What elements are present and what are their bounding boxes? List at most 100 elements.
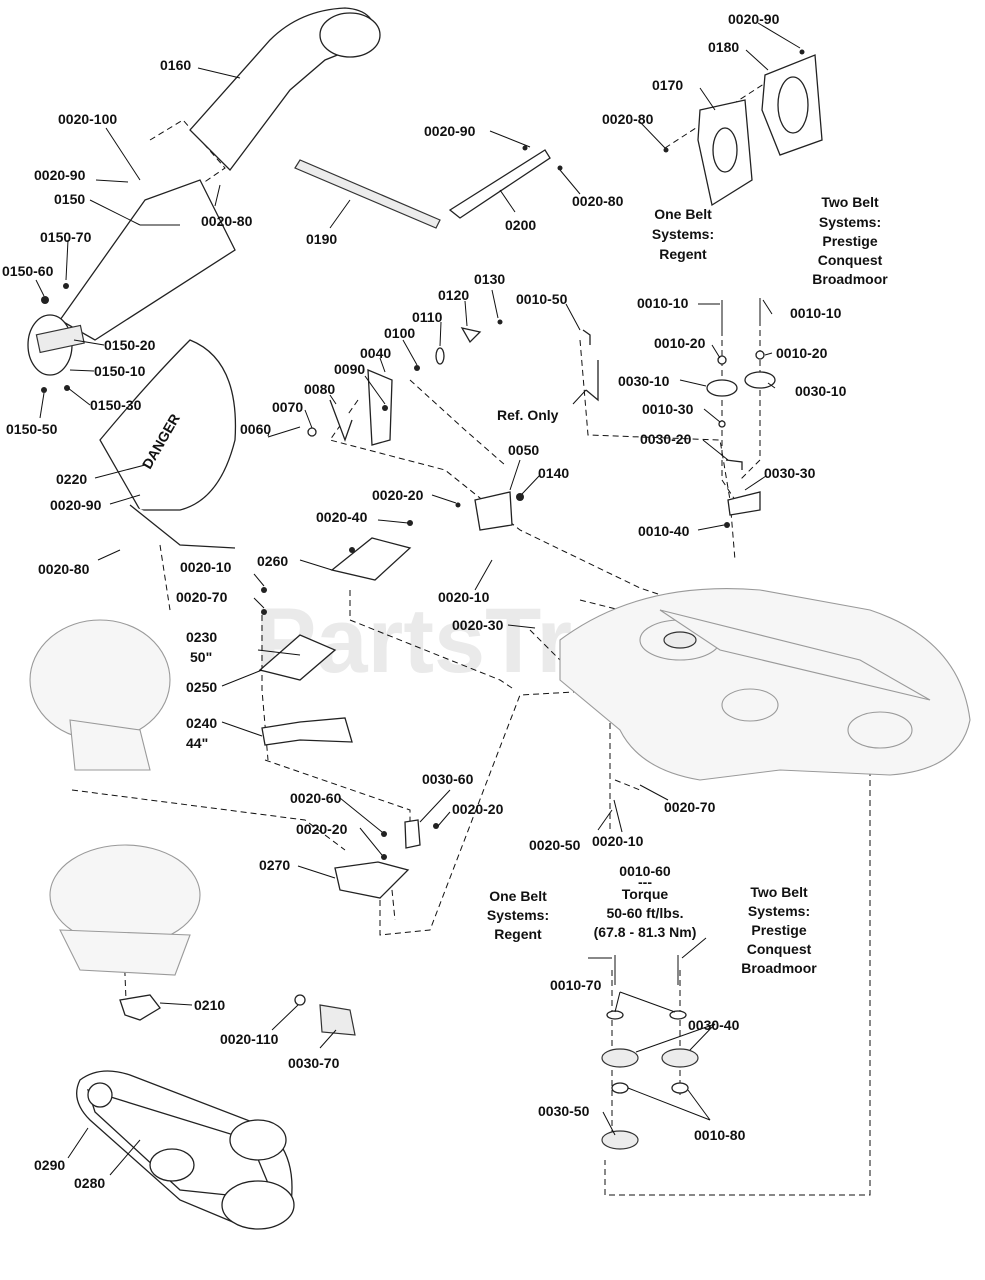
label-0150-60: 0150-60 <box>2 263 54 279</box>
note-line: 50-60 ft/lbs. <box>606 905 683 921</box>
label-0150-20: 0150-20 <box>104 337 156 353</box>
label-0030-60: 0030-60 <box>422 771 474 787</box>
label-0020-80: 0020-80 <box>602 111 654 127</box>
label-0020-60: 0020-60 <box>290 790 342 806</box>
part-blower-housing-ghost-upper <box>29 619 171 771</box>
label-0020-40: 0020-40 <box>316 509 368 525</box>
part-0170-plate <box>697 99 753 207</box>
part-0260-plate <box>330 520 413 581</box>
label-0150-10: 0150-10 <box>94 363 146 379</box>
note-two-belt-bottom: Two Belt Systems: Prestige Conquest Broa… <box>741 884 817 976</box>
label-0010-50: 0010-50 <box>516 291 568 307</box>
label-0030-40: 0030-40 <box>688 1017 740 1033</box>
note-line: 0010-60 <box>619 863 671 879</box>
part-0230-plate <box>258 587 337 681</box>
label-0010-10: 0010-10 <box>790 305 842 321</box>
label-0200: 0200 <box>505 217 536 233</box>
label-0070: 0070 <box>272 399 303 415</box>
label-0030-30: 0030-30 <box>764 465 816 481</box>
note-line: Systems: <box>819 214 881 230</box>
label-0090: 0090 <box>334 361 365 377</box>
note-ref-only: Ref. Only <box>497 407 559 423</box>
label-0060: 0060 <box>240 421 271 437</box>
label-0020-20: 0020-20 <box>296 821 348 837</box>
part-mower-deck <box>559 588 971 781</box>
label-0010-40: 0010-40 <box>638 523 690 539</box>
label-0010-20: 0010-20 <box>776 345 828 361</box>
label-0020-90: 0020-90 <box>34 167 86 183</box>
label-0150-50: 0150-50 <box>6 421 58 437</box>
part-0270-bracket <box>334 819 439 899</box>
label-0020-100: 0020-100 <box>58 111 117 127</box>
label-0020-10: 0020-10 <box>592 833 644 849</box>
note-two-belt-top: Two Belt Systems: Prestige Conquest Broa… <box>812 194 888 287</box>
label-0100: 0100 <box>384 325 415 341</box>
part-number-labels: 0020-90 0180 0170 0020-80 0160 0020-100 … <box>2 11 847 1191</box>
label-0050: 0050 <box>508 442 539 458</box>
note-line: One Belt <box>654 206 712 222</box>
part-0280-0290-belts <box>76 1070 295 1230</box>
label-0170: 0170 <box>652 77 683 93</box>
label-0030-10: 0030-10 <box>618 373 670 389</box>
note-line: Systems: <box>487 907 549 923</box>
note-line: Prestige <box>751 922 806 938</box>
note-line: Regent <box>494 926 542 942</box>
label-0020-10: 0020-10 <box>438 589 490 605</box>
label-0120: 0120 <box>438 287 469 303</box>
label-0210: 0210 <box>194 997 225 1013</box>
label-0020-50: 0020-50 <box>529 837 581 853</box>
note-one-belt-bottom: One Belt Systems: Regent <box>487 888 549 942</box>
label-0220: 0220 <box>56 471 87 487</box>
label-0030-70: 0030-70 <box>288 1055 340 1071</box>
note-line: Regent <box>659 246 707 262</box>
label-0230-size: 50" <box>190 649 212 665</box>
note-line: --- <box>638 874 652 890</box>
part-0050-bracket <box>455 491 524 531</box>
label-0020-80: 0020-80 <box>38 561 90 577</box>
label-0010-30: 0010-30 <box>642 401 694 417</box>
note-line: Conquest <box>747 941 812 957</box>
label-0160: 0160 <box>160 57 191 73</box>
note-line: One Belt <box>489 888 547 904</box>
note-one-belt-top: One Belt Systems: Regent <box>652 206 714 262</box>
label-0150-30: 0150-30 <box>90 397 142 413</box>
part-0210-bracket <box>119 994 161 1021</box>
part-0150-lower-tube <box>27 179 236 393</box>
part-0180-plate <box>663 49 823 156</box>
label-0250: 0250 <box>186 679 217 695</box>
label-0020-90: 0020-90 <box>424 123 476 139</box>
label-0190: 0190 <box>306 231 337 247</box>
part-0030-70-roller <box>294 994 356 1036</box>
label-0010-20: 0010-20 <box>654 335 706 351</box>
label-0140: 0140 <box>538 465 569 481</box>
part-0190-bar <box>294 159 441 229</box>
label-0150-70: 0150-70 <box>40 229 92 245</box>
label-0020-110: 0020-110 <box>220 1031 279 1047</box>
note-line: Two Belt <box>821 194 879 210</box>
label-0240: 0240 <box>186 715 217 731</box>
label-0010-10: 0010-10 <box>637 295 689 311</box>
note-line: Broadmoor <box>812 271 888 287</box>
part-upper-idler-pulleys <box>582 298 776 528</box>
note-line: Torque <box>622 886 669 902</box>
label-0030-10: 0030-10 <box>795 383 847 399</box>
leader-lines <box>35 22 801 1176</box>
part-0160-discharge-tube <box>189 7 381 171</box>
label-0180: 0180 <box>708 39 739 55</box>
label-0020-20: 0020-20 <box>452 801 504 817</box>
label-0020-10: 0020-10 <box>180 559 232 575</box>
label-0020-70: 0020-70 <box>664 799 716 815</box>
label-0270: 0270 <box>259 857 290 873</box>
note-line: Systems: <box>748 903 810 919</box>
label-0010-80: 0010-80 <box>694 1127 746 1143</box>
note-line: Prestige <box>822 233 877 249</box>
part-blower-housing-ghost-lower <box>49 844 201 976</box>
label-0080: 0080 <box>304 381 335 397</box>
label-0010-70: 0010-70 <box>550 977 602 993</box>
note-line: Broadmoor <box>741 960 817 976</box>
label-0030-20: 0030-20 <box>640 431 692 447</box>
label-0040: 0040 <box>360 345 391 361</box>
note-torque: 0010-60 --- Torque 50-60 ft/lbs. (67.8 -… <box>594 863 697 940</box>
note-line: Two Belt <box>750 884 808 900</box>
